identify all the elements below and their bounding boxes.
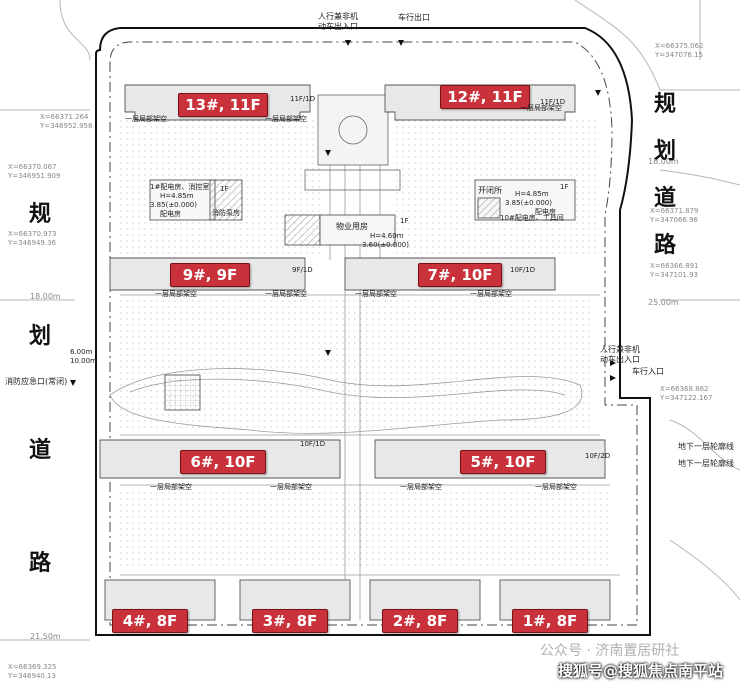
b9-floor-note: 9F/1D <box>292 266 313 274</box>
coord-6b: Y=347122.167 <box>660 394 713 402</box>
overhead-note-6b: 一层局部架空 <box>270 483 312 491</box>
setback-line <box>109 41 638 626</box>
dim-21m-left: 21.50m <box>30 632 61 641</box>
building-3-label: 3#, 8F <box>252 609 328 633</box>
underground-line-2: 地下一层轮廓线 <box>678 459 734 468</box>
overhead-note-7a: 一层局部架空 <box>355 290 397 298</box>
underground-line-1: 地下一层轮廓线 <box>678 442 734 451</box>
coord-4b: Y=347076.15 <box>655 51 703 59</box>
road-right-char-1: 规 <box>653 92 676 117</box>
coord-1b: Y=346952.958 <box>40 122 93 130</box>
overhead-note-12: 一层局部架空 <box>520 104 562 112</box>
dim-10m: 10.00m <box>70 357 97 365</box>
b13-floor-note: 11F/1D <box>290 95 316 103</box>
switch-room: 开闭所 <box>478 186 502 195</box>
power-room-left-name: 配电房 <box>160 210 181 218</box>
power-room-right-name: 配电房 <box>535 208 556 216</box>
overhead-note-9b: 一层局部架空 <box>265 290 307 298</box>
building-12-label: 12#, 11F <box>440 85 530 109</box>
road-left-char-3: 道 <box>28 438 51 463</box>
coord-2b: Y=346951.909 <box>8 172 61 180</box>
overhead-note-6a: 一层局部架空 <box>150 483 192 491</box>
property-floor: 1F <box>400 217 409 225</box>
coord-7b: Y=347101.93 <box>650 271 698 279</box>
building-13-label: 13#, 11F <box>178 93 268 117</box>
coord-4: X=66375.062 <box>655 42 704 50</box>
overhead-note-13a: 一层局部架空 <box>125 115 167 123</box>
site-boundary <box>95 27 651 636</box>
coord-5b: Y=347066.96 <box>650 216 698 224</box>
coord-8: X=66369.325 <box>8 663 57 671</box>
building-1-label: 1#, 8F <box>512 609 588 633</box>
power-room-left-h: H=4.85m <box>160 192 194 200</box>
property-room: 物业用房 <box>336 222 368 231</box>
building-5-label: 5#, 10F <box>460 450 546 474</box>
property-h: H=4.60m <box>370 232 404 240</box>
building-2-label: 2#, 8F <box>382 609 458 633</box>
road-right-char-3: 道 <box>653 186 676 211</box>
dim-18m-left: 18.00m <box>30 292 61 301</box>
overhead-note-9a: 一层局部架空 <box>155 290 197 298</box>
coord-1: X=66371.264 <box>40 113 89 121</box>
power-room-right-elev: 3.85(±0.000) <box>505 199 552 207</box>
dim-6m: 6.00m <box>70 348 93 356</box>
ancillary-rooms <box>149 179 576 411</box>
coord-6: X=66368.862 <box>660 385 709 393</box>
coord-2: X=66370.067 <box>8 163 57 171</box>
road-left-char-1: 规 <box>28 202 51 227</box>
power-room-left: 1#配电房、消控室 <box>150 183 210 191</box>
road-left-char-2: 划 <box>28 324 51 349</box>
road-right-char-4: 路 <box>653 233 676 258</box>
central-plaza <box>304 94 401 191</box>
b6-floor-note: 10F/1D <box>300 440 326 448</box>
road-right-char-2: 划 <box>653 139 676 164</box>
sohu-watermark: 搜狐号@搜狐焦点南平站 <box>558 662 724 680</box>
building-7-label: 7#, 10F <box>418 263 502 287</box>
pump-room: 消防泵房 <box>212 209 240 217</box>
power-room-right-note: 10#配电房、工具间 <box>500 214 564 222</box>
overhead-note-13b: 一层局部架空 <box>265 115 307 123</box>
power-room-right-floor: 1F <box>560 183 569 191</box>
dim-25m-right: 25.00m <box>648 298 679 307</box>
power-room-right-h: H=4.85m <box>515 190 549 198</box>
coord-3: X=66370.973 <box>8 230 57 238</box>
power-room-left-floor: 1F <box>220 185 229 193</box>
overhead-note-5b: 一层局部架空 <box>535 483 577 491</box>
b7-floor-note: 10F/1D <box>510 266 536 274</box>
ped-entrance-top: 人行兼非机 <box>318 12 358 21</box>
car-exit-top: 车行出口 <box>398 13 430 22</box>
coord-7: X=66366.891 <box>650 262 699 270</box>
power-room-left-elev: 3.85(±0.000) <box>150 201 197 209</box>
coord-3b: Y=346949.36 <box>8 239 56 247</box>
coord-8b: Y=346940.13 <box>8 672 56 680</box>
overhead-note-5a: 一层局部架空 <box>400 483 442 491</box>
ped-entrance-right: 人行兼非机 <box>600 345 640 354</box>
ped-entrance-right-2: 动车出入口 <box>600 355 640 364</box>
outer-road-lines <box>0 0 740 641</box>
b12-floor-note: 11F/1D <box>540 98 566 106</box>
coord-5: X=66371.879 <box>650 207 699 215</box>
property-elev: 3.60(±0.000) <box>362 241 409 249</box>
fire-entrance-left: 消防应急口(常闭) <box>5 377 68 386</box>
b5-floor-note: 10F/2D <box>585 452 611 460</box>
car-entrance-right: 车行入口 <box>632 367 664 376</box>
building-6-label: 6#, 10F <box>180 450 266 474</box>
building-9-label: 9#, 9F <box>170 263 250 287</box>
building-4-label: 4#, 8F <box>112 609 188 633</box>
overhead-note-7b: 一层局部架空 <box>470 290 512 298</box>
entrance-arrows <box>70 40 616 386</box>
wechat-watermark: 公众号 · 济南置居研社 <box>540 643 680 659</box>
road-left-char-4: 路 <box>28 551 51 576</box>
ped-entrance-top-2: 动车出入口 <box>318 22 358 31</box>
dim-18m-right: 18.00m <box>648 157 679 166</box>
